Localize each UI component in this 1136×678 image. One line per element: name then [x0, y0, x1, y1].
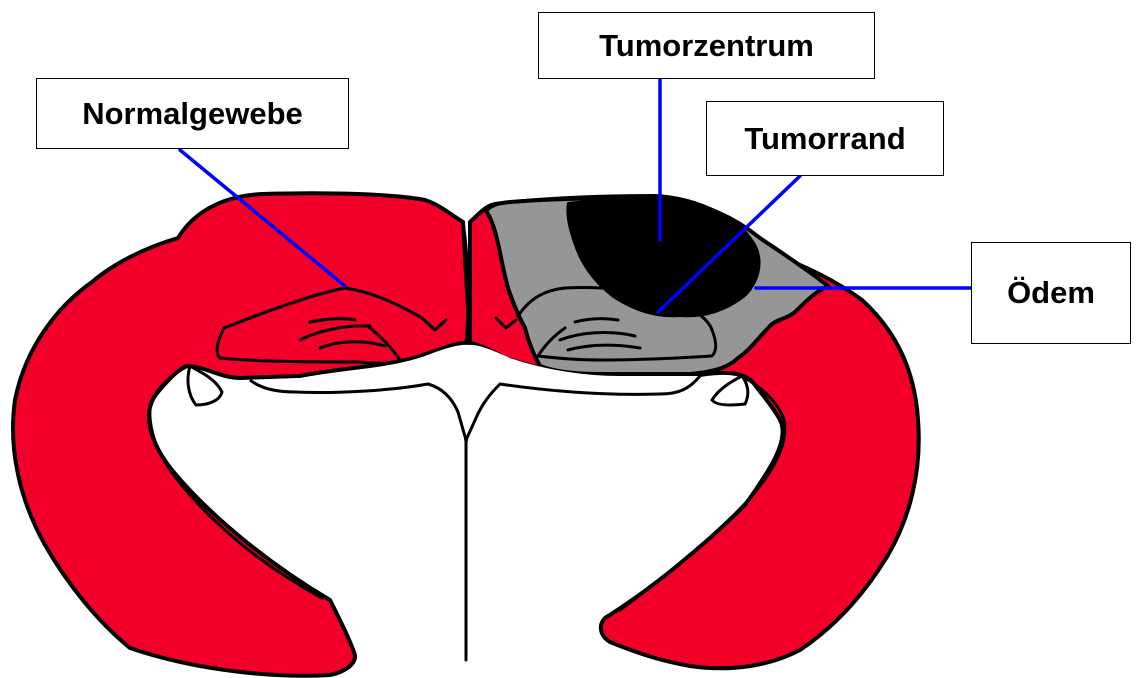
label-normalgewebe: Normalgewebe: [36, 78, 349, 149]
label-tumorrand-text: Tumorrand: [744, 121, 905, 157]
right-ventricle-gap: [712, 376, 748, 405]
label-normalgewebe-text: Normalgewebe: [82, 96, 303, 132]
label-tumorzentrum-text: Tumorzentrum: [599, 28, 814, 64]
label-tumorrand: Tumorrand: [706, 101, 944, 176]
left-hemisphere: [13, 193, 470, 675]
label-oedem: Ödem: [971, 242, 1131, 344]
label-tumorzentrum: Tumorzentrum: [538, 12, 875, 79]
label-oedem-text: Ödem: [1007, 275, 1095, 311]
